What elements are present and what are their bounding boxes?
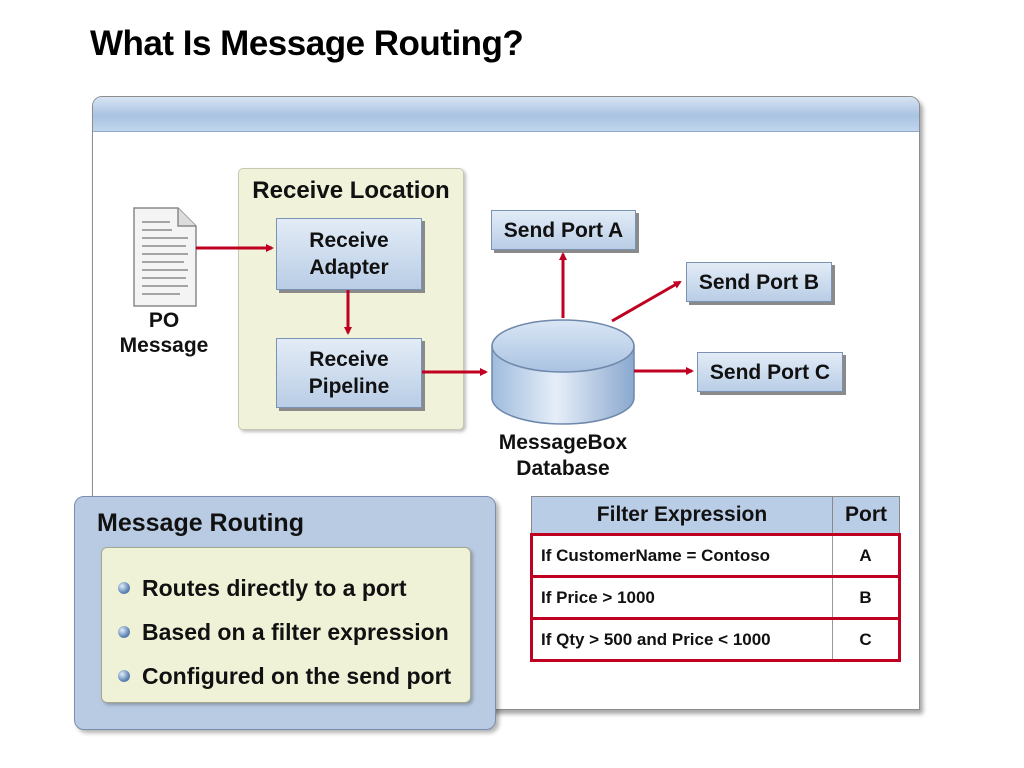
- arrow-messagebox-to-port-b: [611, 280, 682, 323]
- receive-pipeline-label: Receive Pipeline: [308, 348, 390, 398]
- table-header-row: Filter Expression Port: [531, 496, 900, 535]
- message-routing-content: Routes directly to a port Based on a fil…: [101, 547, 471, 703]
- port-header: Port: [832, 496, 900, 535]
- bullet-text: Routes directly to a port: [142, 574, 407, 601]
- list-item: Configured on the send port: [118, 654, 451, 698]
- receive-adapter-node: Receive Adapter: [276, 218, 422, 290]
- table-row: If Qty > 500 and Price < 1000 C: [530, 617, 901, 662]
- bullet-text: Configured on the send port: [142, 662, 452, 689]
- bullet-text: Based on a filter expression: [142, 618, 449, 645]
- receive-adapter-label: Receive Adapter: [309, 229, 389, 279]
- port-cell: C: [832, 617, 901, 662]
- port-cell: A: [832, 533, 901, 578]
- messagebox-database-icon: [491, 319, 635, 425]
- filter-expression-header: Filter Expression: [531, 496, 833, 535]
- port-cell: B: [832, 575, 901, 620]
- messagebox-label: MessageBox Database: [498, 431, 628, 480]
- page-title: What Is Message Routing?: [90, 24, 524, 63]
- bullet-icon: [118, 670, 130, 682]
- table-row: If Price > 1000 B: [530, 575, 901, 620]
- panel-header-bar: [93, 97, 919, 132]
- receive-location-label: Receive Location: [252, 177, 450, 204]
- bullet-icon: [118, 582, 130, 594]
- document-icon: [133, 207, 197, 307]
- send-port-a-label: Send Port A: [503, 218, 624, 242]
- send-port-a-node: Send Port A: [491, 210, 636, 250]
- filter-table: Filter Expression Port If CustomerName =…: [530, 496, 901, 662]
- receive-pipeline-node: Receive Pipeline: [276, 338, 422, 408]
- send-port-c-node: Send Port C: [697, 352, 843, 392]
- table-row: If CustomerName = Contoso A: [530, 533, 901, 578]
- filter-expression-cell: If Price > 1000: [530, 575, 833, 620]
- bullet-icon: [118, 626, 130, 638]
- list-item: Based on a filter expression: [118, 610, 451, 654]
- po-message-label: PO Message: [119, 309, 209, 357]
- send-port-c-label: Send Port C: [709, 360, 831, 384]
- bullet-list: Routes directly to a port Based on a fil…: [118, 566, 451, 698]
- filter-expression-cell: If CustomerName = Contoso: [530, 533, 833, 578]
- filter-expression-cell: If Qty > 500 and Price < 1000: [530, 617, 833, 662]
- message-routing-box: Message Routing Routes directly to a por…: [74, 496, 496, 730]
- send-port-b-label: Send Port B: [698, 270, 820, 294]
- message-routing-title: Message Routing: [97, 509, 304, 537]
- send-port-b-node: Send Port B: [686, 262, 832, 302]
- list-item: Routes directly to a port: [118, 566, 451, 610]
